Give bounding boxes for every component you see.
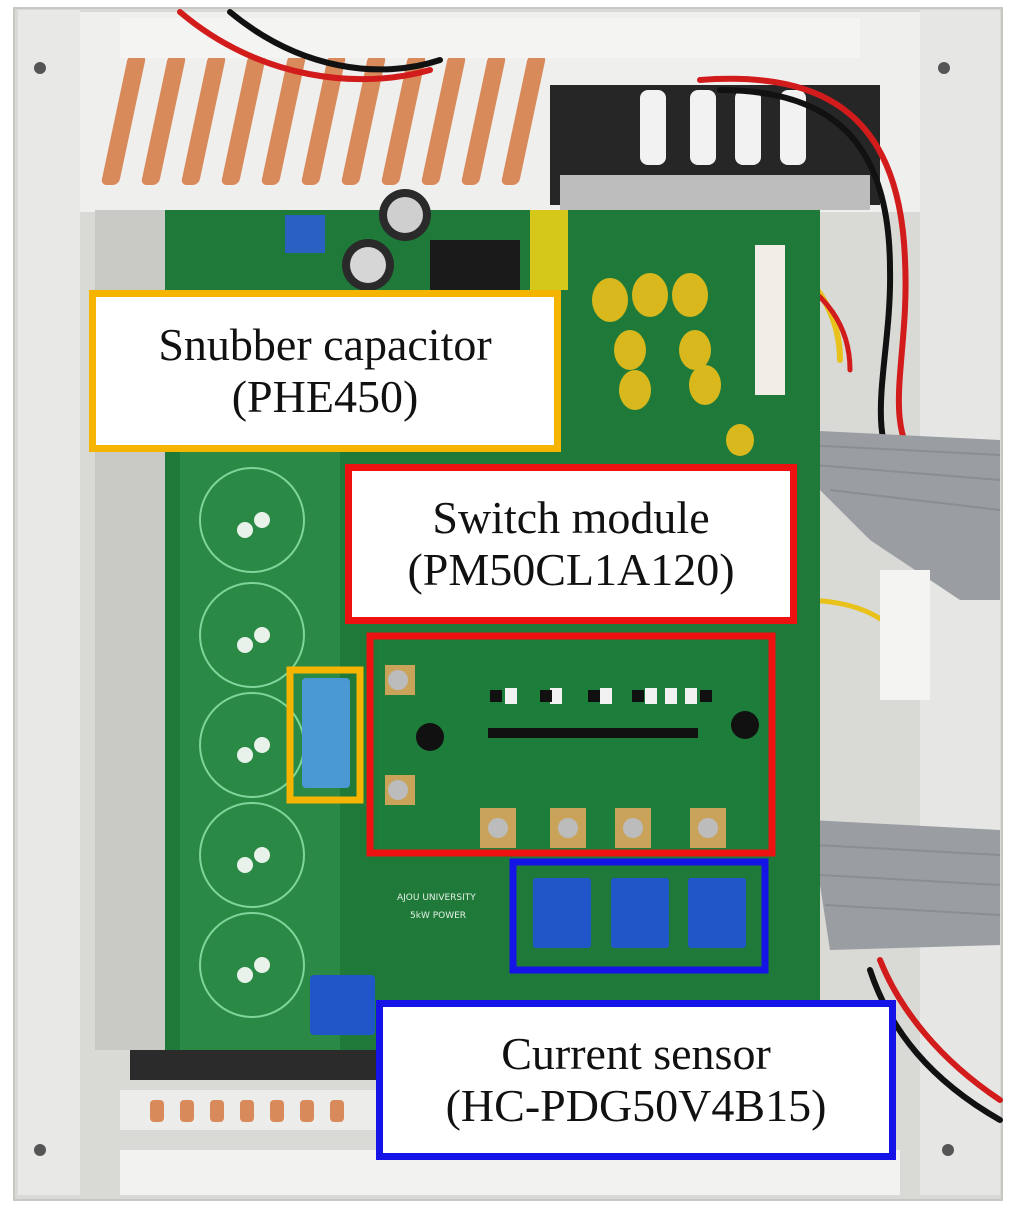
- enclosure-left-wall: [18, 10, 80, 1195]
- ribbon-cable-lower: [810, 820, 1000, 950]
- switch-module-name: Switch module: [432, 492, 710, 544]
- electrolytic-capacitors: [342, 189, 754, 456]
- switch-module-callout: Switch module (PM50CL1A120): [345, 464, 797, 624]
- current-highlight-box: [509, 858, 769, 974]
- vent-slots: [101, 55, 546, 185]
- snubber-highlight-box: [286, 666, 364, 804]
- current-sensors: [533, 878, 746, 948]
- switch-module-part-number: (PM50CL1A120): [407, 544, 735, 595]
- wiring: [177, 9, 1003, 1123]
- dc-link-capacitors: [199, 467, 305, 1018]
- silkscreen-university: AJOU UNIVERSITY: [397, 893, 476, 903]
- ribbon-cable-upper: [800, 430, 1000, 600]
- snubber-capacitor-part-number: (PHE450): [231, 371, 419, 422]
- silkscreen-power: 5kW POWER: [410, 911, 466, 921]
- current-sensor-name: Current sensor: [501, 1028, 771, 1080]
- snubber-capacitor-part: [302, 678, 350, 788]
- enclosure-right-wall: [920, 10, 1000, 1195]
- current-sensor-callout: Current sensor (HC-PDG50V4B15): [376, 1000, 896, 1160]
- snubber-capacitor-callout: Snubber capacitor (PHE450): [89, 290, 561, 452]
- snubber-capacitor-name: Snubber capacitor: [158, 319, 492, 371]
- switch-highlight-box: [366, 632, 776, 857]
- current-sensor-part-number: (HC-PDG50V4B15): [445, 1080, 827, 1131]
